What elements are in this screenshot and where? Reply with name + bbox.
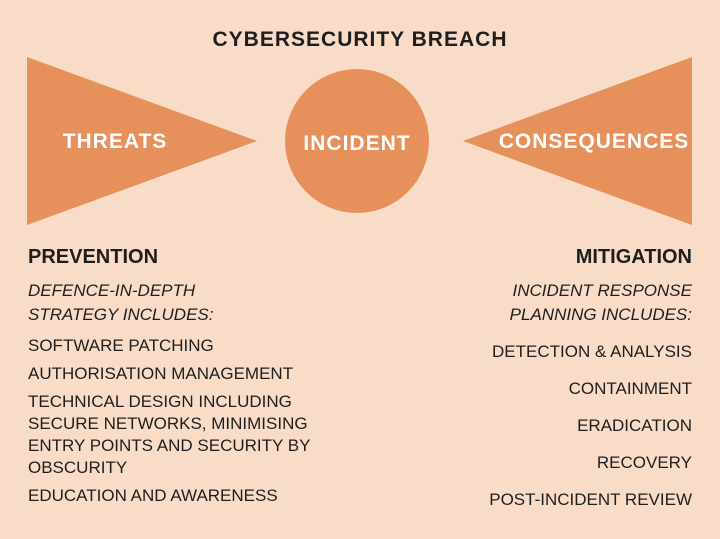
mitigation-section: MITIGATION INCIDENT RESPONSE PLANNING IN… <box>489 246 692 526</box>
sub-line: INCIDENT RESPONSE <box>512 281 692 300</box>
mitigation-subheading: INCIDENT RESPONSE PLANNING INCLUDES: <box>489 279 692 327</box>
incident-circle <box>285 69 429 213</box>
sub-line: PLANNING INCLUDES: <box>509 305 692 324</box>
list-item: CONTAINMENT <box>568 379 692 398</box>
prevention-subheading: DEFENCE-IN-DEPTH STRATEGY INCLUDES: <box>28 279 318 327</box>
list-item: POST-INCIDENT REVIEW <box>489 490 692 509</box>
mitigation-heading: MITIGATION <box>575 246 692 268</box>
threats-label: THREATS <box>63 130 168 153</box>
list-item: AUTHORISATION MANAGEMENT <box>28 364 294 383</box>
diagram-title: CYBERSECURITY BREACH <box>212 28 508 51</box>
prevention-section: PREVENTION DEFENCE-IN-DEPTH STRATEGY INC… <box>28 246 318 513</box>
list-item: RECOVERY <box>596 453 692 472</box>
sub-line: DEFENCE-IN-DEPTH <box>28 281 196 300</box>
list-item: TECHNICAL DESIGN INCLUDING SECURE NETWOR… <box>28 392 311 477</box>
consequences-label: CONSEQUENCES <box>499 130 690 153</box>
prevention-heading: PREVENTION <box>28 246 159 268</box>
list-item: DETECTION & ANALYSIS <box>492 342 692 361</box>
incident-label: INCIDENT <box>303 132 410 155</box>
sub-line: STRATEGY INCLUDES: <box>28 305 214 324</box>
list-item: SOFTWARE PATCHING <box>28 336 214 355</box>
consequences-triangle <box>463 57 692 225</box>
list-item: EDUCATION AND AWARENESS <box>28 486 278 505</box>
threats-triangle <box>27 57 257 225</box>
list-item: ERADICATION <box>577 416 692 435</box>
